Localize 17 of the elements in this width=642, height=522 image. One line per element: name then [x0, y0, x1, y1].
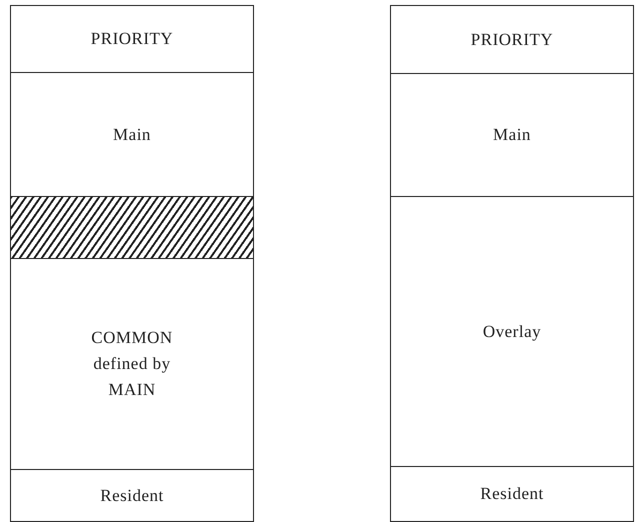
memory-segment	[10, 72, 254, 197]
segment-label: Main	[493, 124, 531, 146]
hatched-block	[10, 196, 254, 259]
memory-segment	[10, 469, 254, 522]
segment-label: COMMON defined by MAIN	[90, 327, 174, 401]
memory-segment	[10, 258, 254, 470]
segment-label: PRIORITY	[470, 28, 554, 50]
memory-segment	[390, 5, 634, 74]
segment-label: Resident	[100, 484, 164, 506]
segment-label: Main	[113, 124, 151, 146]
segment-label: Resident	[480, 483, 544, 505]
memory-segment	[10, 5, 254, 73]
segment-label: PRIORITY	[90, 28, 174, 50]
memory-segment	[390, 73, 634, 197]
segment-label: Overlay	[482, 320, 542, 343]
memory-segment	[390, 196, 634, 467]
memory-segment	[390, 466, 634, 522]
